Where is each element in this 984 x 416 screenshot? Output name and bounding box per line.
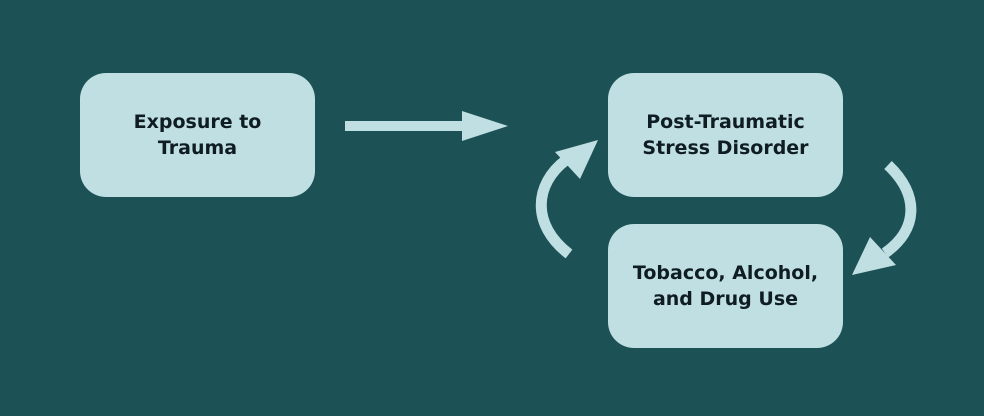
node-label-exposure-to-trauma: Exposure to Trauma: [133, 111, 262, 159]
node-post-traumatic-stress-disorder: Post-Traumatic Stress Disorder: [608, 73, 843, 197]
arrow-ptsd-to-substance: [852, 160, 917, 275]
node-label-tobacco-alcohol-drug-use: Tobacco, Alcohol, and Drug Use: [632, 262, 819, 310]
node-tobacco-alcohol-drug-use: Tobacco, Alcohol, and Drug Use: [608, 224, 843, 348]
node-exposure-to-trauma: Exposure to Trauma: [80, 73, 315, 197]
node-label-post-traumatic-stress-disorder: Post-Traumatic Stress Disorder: [642, 111, 809, 159]
arrow-substance-to-ptsd: [535, 140, 598, 259]
arrow-exposure-to-ptsd: [345, 111, 508, 141]
